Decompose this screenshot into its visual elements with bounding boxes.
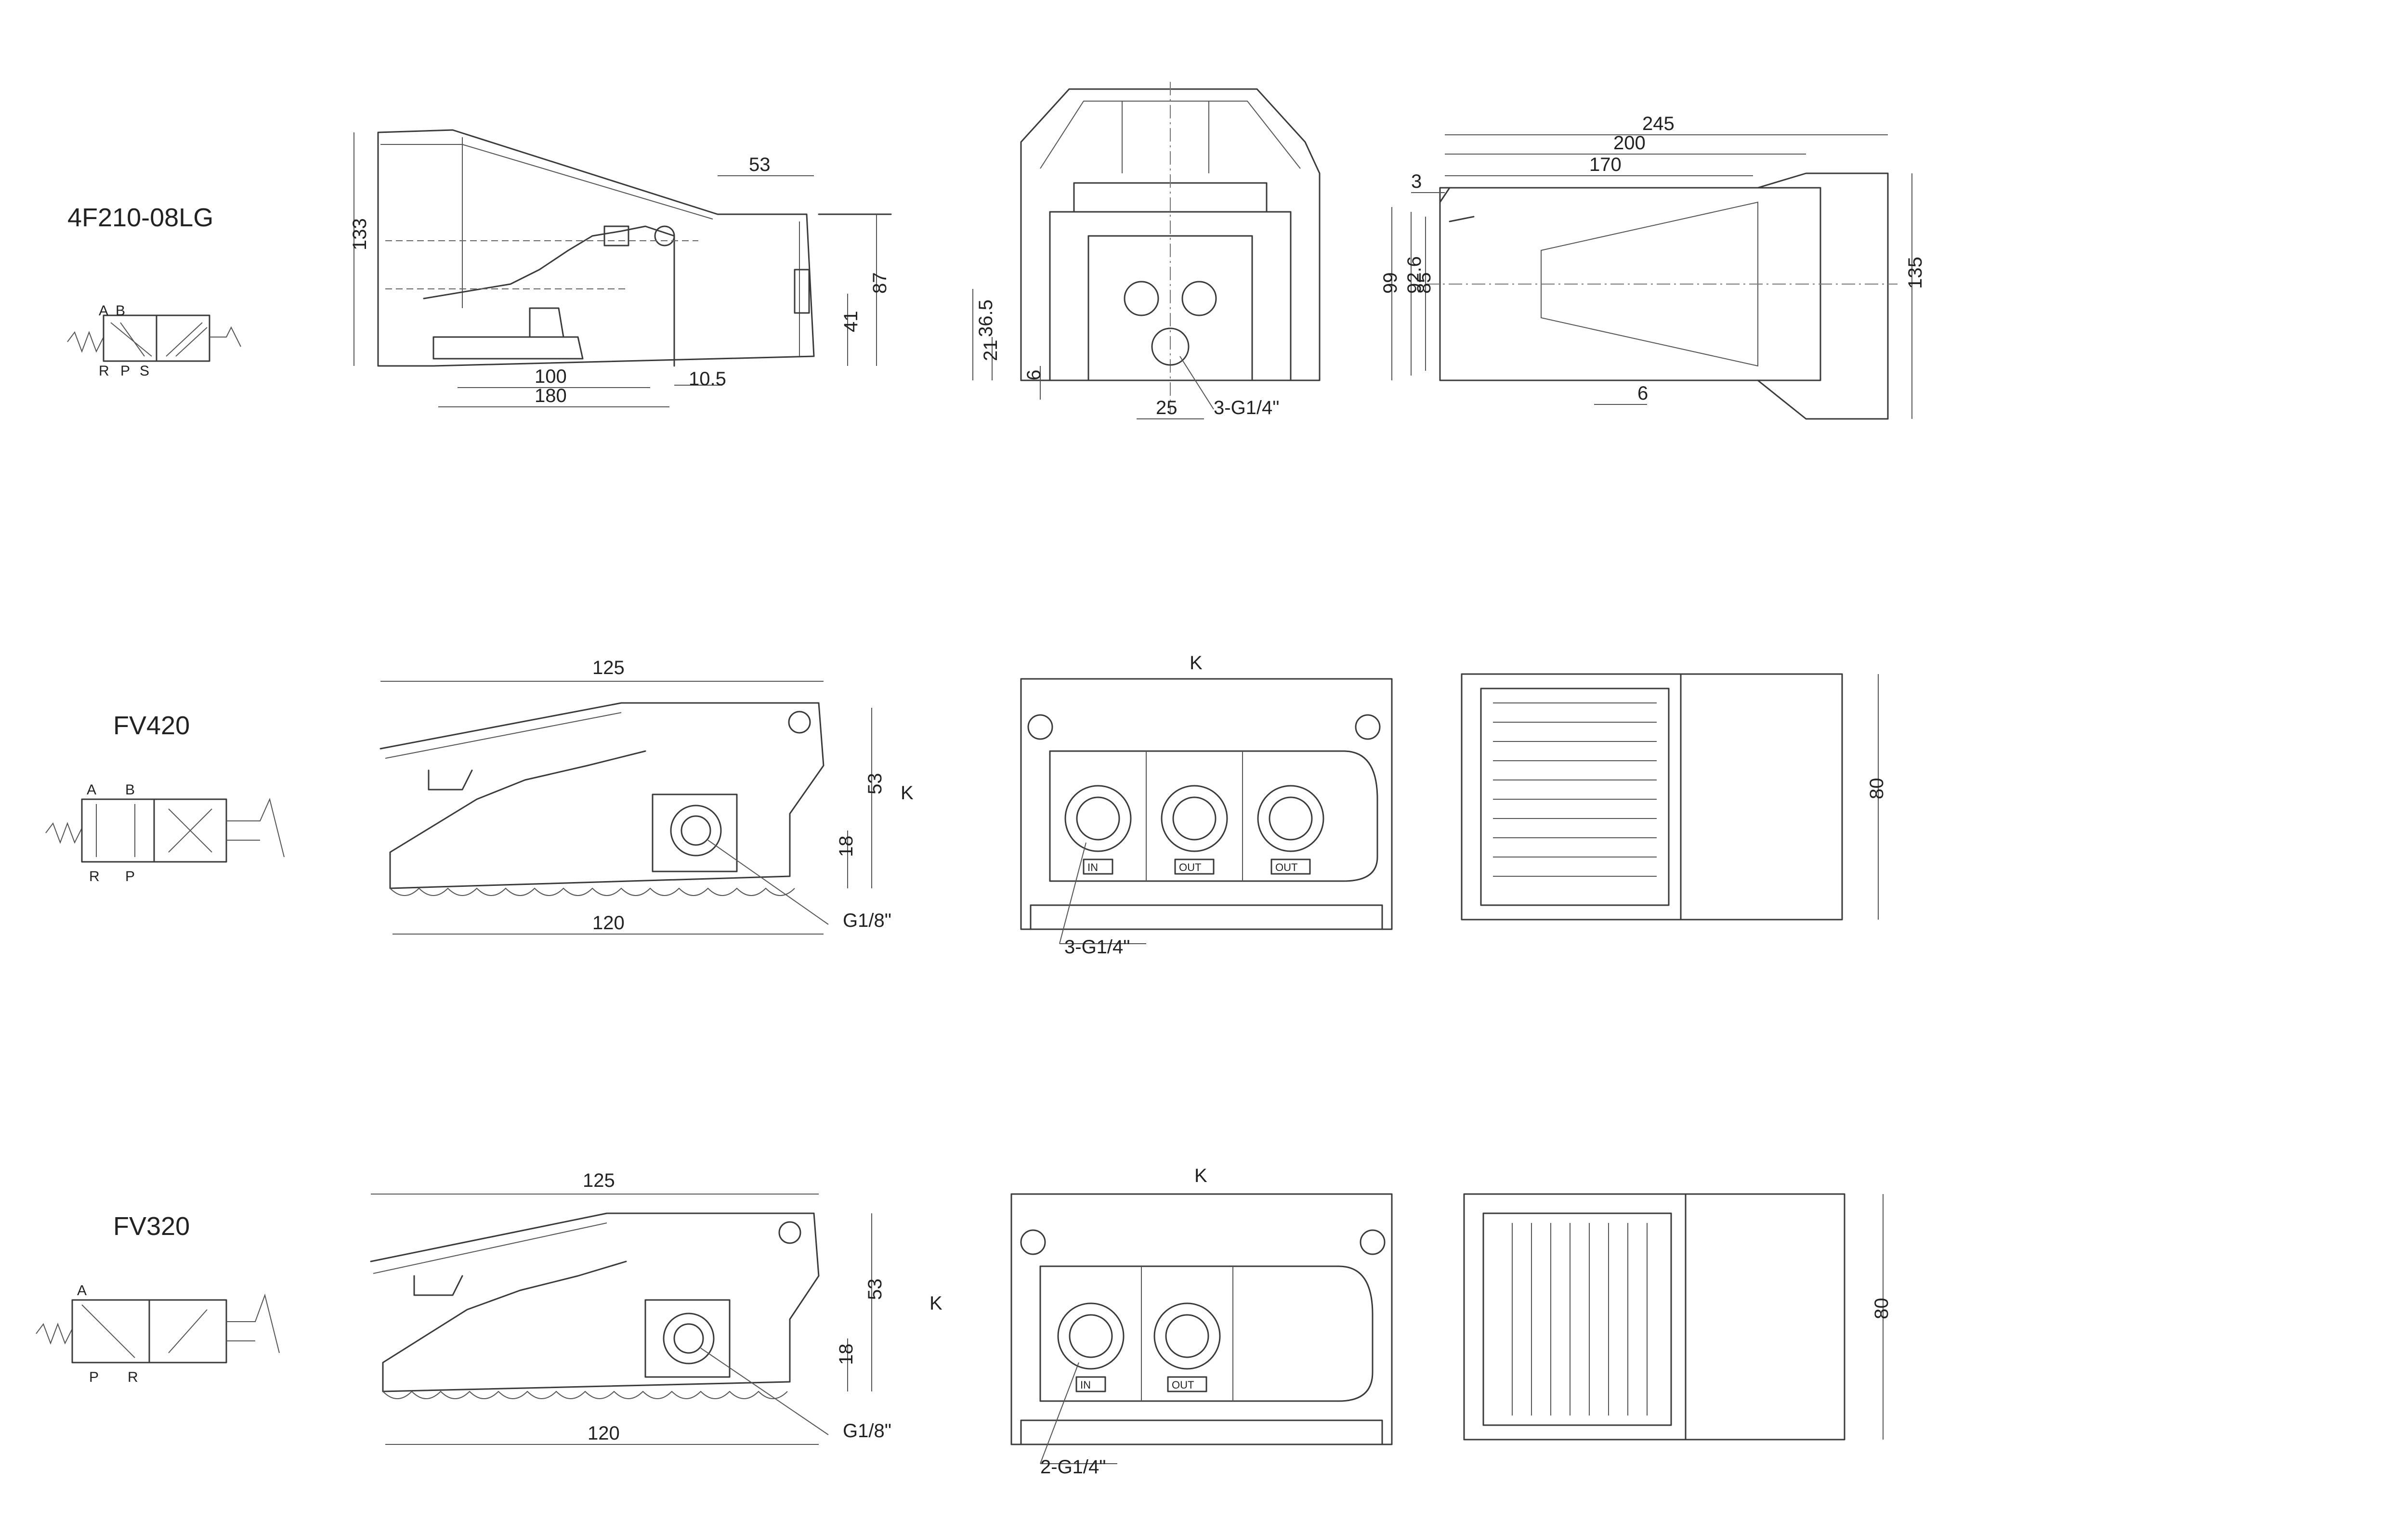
dim-87: 87 [869, 273, 890, 294]
front-view-4f210: 36.5 21 6 25 3-G1/4" [972, 82, 1321, 419]
side-view-fv320: 125 53 18 120 G1/8" [370, 1170, 891, 1445]
dim-100: 100 [535, 366, 567, 387]
valve-symbol-4f210: A B R P S [67, 303, 241, 379]
top-view-4f210: 245 200 170 3 99 92.6 85 135 6 [1380, 113, 1926, 420]
note-g18: G1/8" [843, 910, 891, 931]
dim-135: 135 [1905, 257, 1926, 289]
port-out-2: OUT [1275, 861, 1297, 873]
port-r: R [128, 1369, 138, 1385]
dim-200: 200 [1613, 132, 1646, 154]
port-out: OUT [1172, 1379, 1194, 1391]
front-view-fv320: K K IN OUT 2-G1/4" [929, 1165, 1393, 1478]
k-marker-side: K [901, 782, 914, 804]
side-view-fv420: 125 53 18 120 G1/8" [380, 657, 891, 935]
model-fv420: FV420 A B R P 125 [45, 652, 1887, 958]
k-marker: K [1194, 1165, 1207, 1186]
model-label-fv320: FV320 [113, 1212, 190, 1241]
dim-6: 6 [1023, 370, 1045, 380]
model-label-fv420: FV420 [113, 711, 190, 740]
dim-120: 120 [588, 1423, 620, 1444]
port-a: A [87, 782, 96, 798]
note-2-g14: 2-G1/4" [1040, 1456, 1106, 1478]
dim-99: 99 [1380, 273, 1401, 294]
dim-18: 18 [836, 836, 857, 857]
port-a: A [77, 1283, 87, 1299]
port-p: P [120, 363, 130, 379]
k-marker: K [1190, 652, 1203, 674]
port-p: P [125, 869, 135, 884]
dim-18: 18 [836, 1344, 857, 1365]
dim-25: 25 [1156, 397, 1178, 418]
valve-symbol-fv320: A P R [36, 1283, 280, 1385]
dim-133: 133 [349, 218, 370, 250]
dim-245: 245 [1642, 113, 1675, 134]
model-fv320: FV320 A P R 125 53 18 [36, 1165, 1892, 1478]
dim-3: 3 [1411, 171, 1422, 192]
dim-36-5: 36.5 [975, 299, 996, 337]
top-view-fv420: 80 [1461, 673, 1887, 921]
side-view-4f210: 133 53 87 41 100 180 10.5 [349, 129, 892, 407]
note-3-g14: 3-G1/4" [1064, 936, 1130, 958]
model-label-4f210: 4F210-08LG [67, 203, 213, 232]
k-marker-side: K [929, 1293, 942, 1314]
port-s: S [140, 363, 149, 379]
dim-120: 120 [592, 912, 625, 934]
port-out-1: OUT [1179, 861, 1201, 873]
dim-41: 41 [840, 311, 862, 333]
port-a: A [99, 303, 108, 319]
dim-53: 53 [864, 773, 886, 795]
dim-21: 21 [980, 340, 1001, 362]
dim-92-6: 92.6 [1404, 256, 1425, 294]
dim-80: 80 [1866, 778, 1887, 800]
dim-125: 125 [592, 657, 625, 678]
dim-125: 125 [583, 1170, 615, 1191]
dim-180: 180 [535, 385, 567, 406]
valve-symbol-fv420: A B R P [45, 782, 285, 884]
port-r: R [99, 363, 109, 379]
model-4f210-08lg: 4F210-08LG A B R P S [67, 82, 1926, 420]
port-in: IN [1087, 861, 1098, 873]
dim-85: 85 [1413, 273, 1435, 294]
note-g18: G1/8" [843, 1420, 891, 1442]
dim-53: 53 [864, 1279, 886, 1300]
port-b: B [116, 303, 125, 319]
port-b: B [125, 782, 135, 798]
dim-80: 80 [1871, 1298, 1892, 1320]
top-view-fv320: 80 [1463, 1193, 1892, 1441]
port-p: P [89, 1369, 99, 1385]
dim-53: 53 [749, 154, 771, 175]
note-3-g14: 3-G1/4" [1214, 397, 1279, 418]
port-in: IN [1080, 1379, 1091, 1391]
dim-170: 170 [1589, 154, 1622, 175]
dim-6-top: 6 [1637, 383, 1648, 404]
front-view-fv420: K K IN OUT OUT 3-G1/4" [901, 652, 1393, 958]
port-r: R [89, 869, 100, 884]
dim-10-5: 10.5 [689, 368, 726, 390]
